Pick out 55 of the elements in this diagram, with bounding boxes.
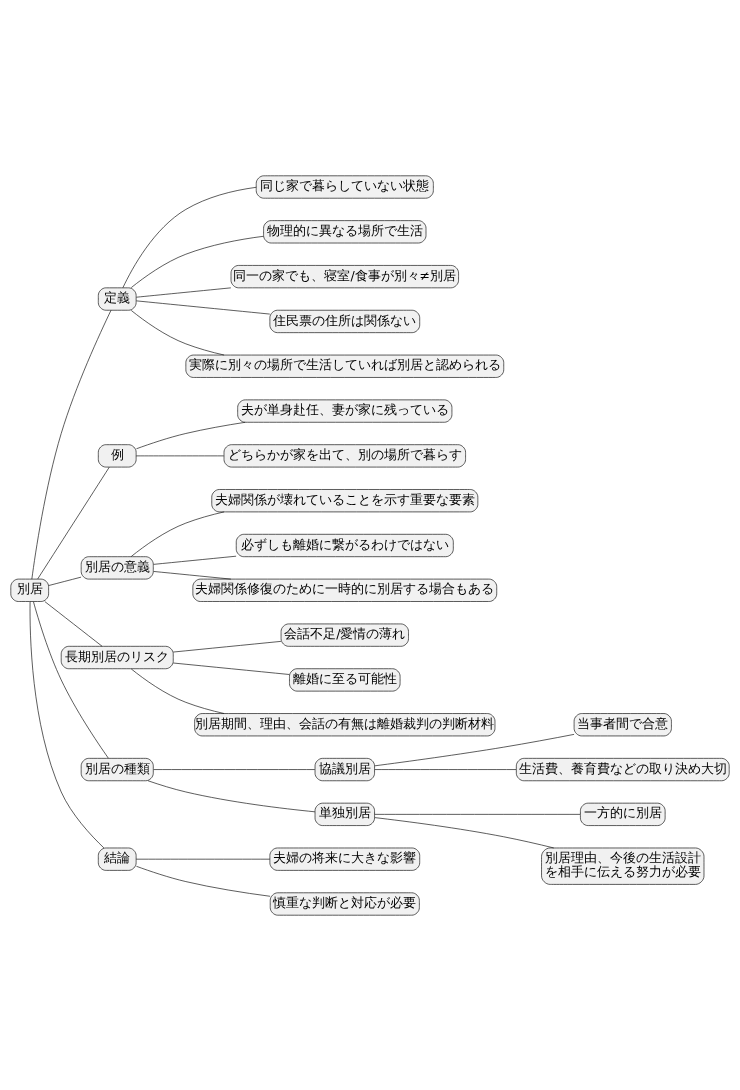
connector [153, 570, 232, 579]
connector [48, 576, 82, 586]
node-box: 協議別居 [314, 757, 375, 781]
connector [147, 779, 316, 812]
connector [33, 600, 109, 758]
node-box: 長期別居のリスク [60, 645, 174, 669]
node-box: 生活費、養育費などの取り決め大切 [516, 757, 730, 781]
node-box: 実際に別々の場所で生活していれば別居と認められる [185, 354, 505, 378]
node-box: 一方的に別居 [580, 802, 666, 826]
connector [136, 865, 271, 897]
node-box: 別居の意義 [80, 555, 154, 579]
node-box: 夫が単身赴任、妻が家に残っている [237, 399, 453, 423]
connector [374, 816, 555, 848]
node-box: 会話不足/愛情の薄れ [280, 623, 409, 647]
node-box: 同じ家で暮らしていない状態 [255, 174, 434, 199]
node-box: 夫婦の将来に大きな影響 [269, 847, 421, 871]
connector [130, 511, 225, 557]
connector [374, 768, 517, 770]
node-box: 離婚に至る可能性 [289, 667, 401, 691]
node-box: 慎重な判断と対応が必要 [269, 891, 420, 916]
node-box: 必ずしも離婚に繋がるわけではない [235, 533, 454, 557]
node-box: 物理的に異なる場所で生活 [263, 219, 427, 243]
connector [374, 733, 575, 766]
node-box: 当事者間で合意 [573, 712, 672, 736]
connector [130, 309, 225, 355]
node-box: 定義 [98, 286, 137, 311]
node-box: 別居期間、理由、会話の有無は離婚裁判の判断材料 [194, 712, 496, 736]
node-box: 夫婦関係が壊れていることを示す重要な要素 [211, 488, 479, 512]
connector [136, 421, 246, 449]
connector [122, 186, 257, 288]
connector [135, 287, 232, 298]
connector [172, 662, 290, 675]
connector [130, 235, 264, 288]
node-box: どちらかが家を出て、別の場所で暮らす [223, 443, 466, 467]
connector [29, 600, 105, 848]
node-box: 同一の家でも、寝室/食事が別々≠別居 [230, 264, 459, 288]
node-box: 夫婦関係修復のために一時的に別居する場合もある [192, 578, 498, 602]
connector [135, 455, 225, 456]
connector [37, 466, 110, 579]
node-box: 住民票の住所は関係ない [269, 309, 421, 333]
node-box: 単独別居 [314, 802, 375, 826]
node-box: 別居の種類 [80, 757, 154, 781]
connector [153, 555, 237, 565]
node-box: 別居理由、今後の生活設計を相手に伝える努力が必要 [541, 847, 705, 885]
connector [44, 600, 103, 647]
connector [153, 768, 316, 770]
connector [172, 640, 282, 652]
connector [31, 309, 112, 579]
node-box: 例 [98, 443, 137, 467]
connector [374, 813, 581, 815]
node-box: 結論 [98, 847, 137, 871]
connector [130, 668, 225, 714]
node-box: 別居 [10, 578, 49, 602]
connector [135, 300, 271, 314]
connector [135, 858, 271, 860]
